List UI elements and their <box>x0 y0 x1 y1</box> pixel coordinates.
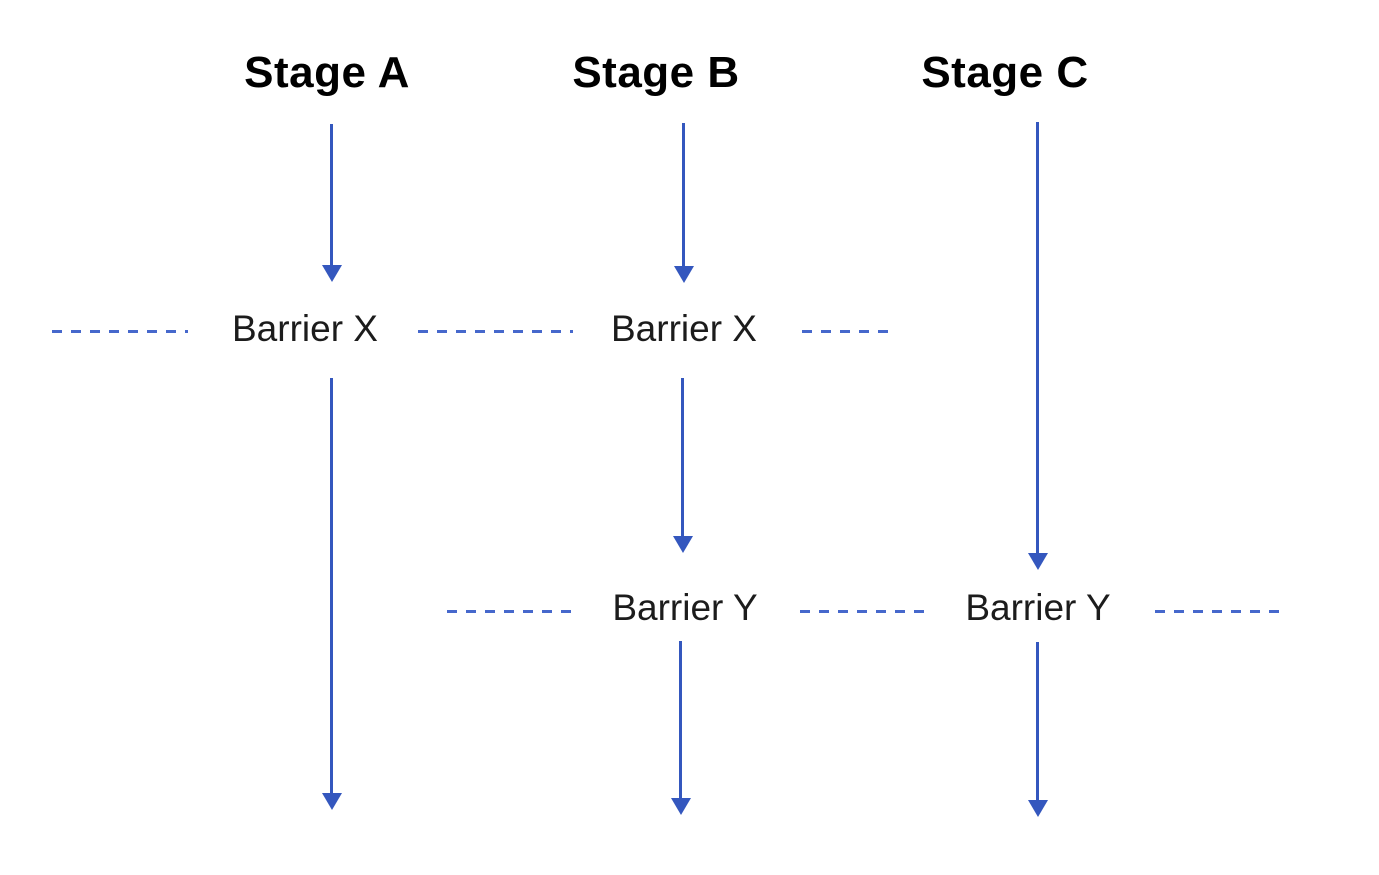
stage-b-arrow-to-barrier-y <box>681 378 684 536</box>
barrier-x-label-stage-a: Barrier X <box>232 308 378 349</box>
stage-a-arrow-to-barrier-x <box>330 124 333 265</box>
barrier-x-label-stage-b: Barrier X <box>611 308 757 349</box>
barrier-y-dash-middle <box>800 610 927 613</box>
stage-c-label: Stage C <box>921 48 1089 97</box>
stage-a-label: Stage A <box>244 48 410 97</box>
stage-c-arrow-to-barrier-y <box>1036 122 1039 553</box>
barrier-x-dash-right <box>802 330 891 333</box>
stage-b-label: Stage B <box>572 48 740 97</box>
barrier-y-dash-left <box>447 610 571 613</box>
stage-a-arrow-to-end <box>330 378 333 793</box>
barrier-x-dash-left <box>52 330 188 333</box>
stage-b-arrow-to-end <box>679 641 682 798</box>
barrier-x-dash-middle <box>418 330 573 333</box>
barrier-y-dash-right <box>1155 610 1281 613</box>
stage-b-arrow-to-barrier-x <box>682 123 685 266</box>
stage-c-arrow-to-end <box>1036 642 1039 800</box>
barrier-y-label-stage-b: Barrier Y <box>612 587 758 628</box>
barrier-y-label-stage-c: Barrier Y <box>965 587 1111 628</box>
